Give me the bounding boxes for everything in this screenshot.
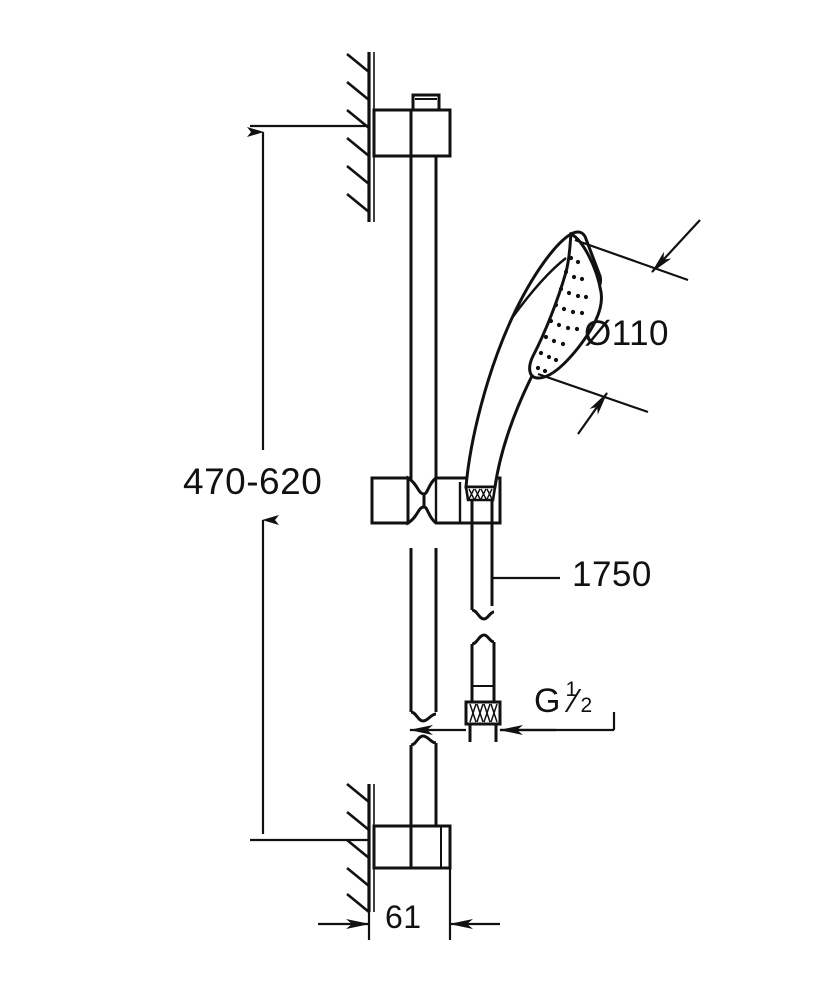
thread-fraction-slash: ⁄ xyxy=(571,682,577,719)
hatched-wall-upper xyxy=(346,52,375,222)
upper-wall-bracket xyxy=(372,93,452,158)
dimension-label-wall-projection: 61 xyxy=(385,899,422,935)
lower-wall-bracket xyxy=(372,824,452,870)
thread-numerator: 1 xyxy=(565,678,578,701)
dimension-wall-projection xyxy=(318,868,500,940)
thread-fraction: 1 ⁄ 2 xyxy=(563,679,597,722)
dimension-label-height-range: 470-620 xyxy=(183,461,323,502)
flexible-shower-hose xyxy=(470,500,496,702)
dimension-label-hose-length: 1750 xyxy=(572,555,652,594)
thread-denominator: 2 xyxy=(580,694,593,717)
spray-nozzles xyxy=(535,255,589,374)
leader-shower-diameter xyxy=(537,219,701,435)
dimension-label-diameter: Ø110 xyxy=(584,314,670,353)
dimension-height-range xyxy=(247,124,369,842)
dimension-thread-size xyxy=(409,712,616,735)
dimension-label-thread-size: G 1 ⁄ 2 xyxy=(534,679,597,722)
slide-rail xyxy=(409,156,438,830)
handshower-with-spray-face xyxy=(464,230,603,502)
thread-letter: G xyxy=(534,682,561,720)
knurled-connection-nut xyxy=(464,700,502,742)
handle-knurling xyxy=(468,488,493,500)
